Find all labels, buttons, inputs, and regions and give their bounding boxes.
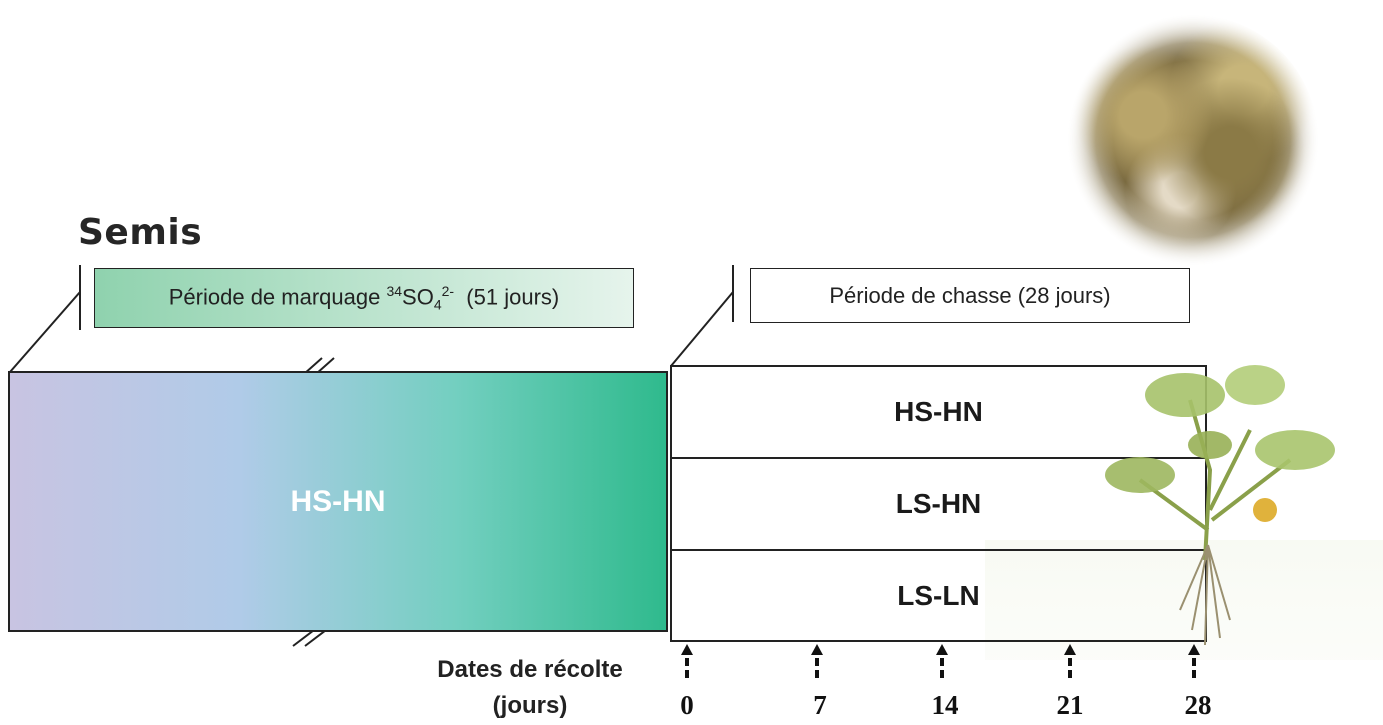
arrow-up-icon (1064, 644, 1076, 678)
harvest-day-21: 21 (1056, 690, 1084, 720)
harvest-day-7: 7 (813, 690, 827, 720)
plant-photo (1068, 15, 1318, 265)
chasse-connector (670, 291, 734, 367)
arrow-up-icon (811, 644, 823, 678)
harvest-day-28: 28 (1184, 690, 1212, 720)
harvest-day-14: 14 (931, 690, 959, 720)
harvest-dates-unit: (jours) (492, 692, 568, 719)
arrow-up-icon (681, 644, 693, 678)
labeling-bar-label: HS-HN (290, 485, 386, 518)
marquage-connector (9, 291, 81, 373)
plant-illustration-icon (1105, 365, 1335, 646)
chase-period-box: Période de chasse (28 jours) (750, 268, 1190, 323)
semis-title: Semis (78, 212, 203, 253)
labeling-period-box: Période de marquage 34SO42- (51 jours) (94, 268, 634, 328)
labeling-period-text: Période de marquage 34SO42- (51 jours) (168, 283, 560, 313)
harvest-day-0: 0 (680, 690, 694, 720)
arrow-up-icon (936, 644, 948, 678)
harvest-dates-title: Dates de récolte (437, 656, 623, 683)
labeling-bar (8, 371, 668, 632)
harvest-dates-label: Dates de récolte (jours) (395, 652, 665, 724)
arrow-up-icon (1188, 644, 1200, 678)
